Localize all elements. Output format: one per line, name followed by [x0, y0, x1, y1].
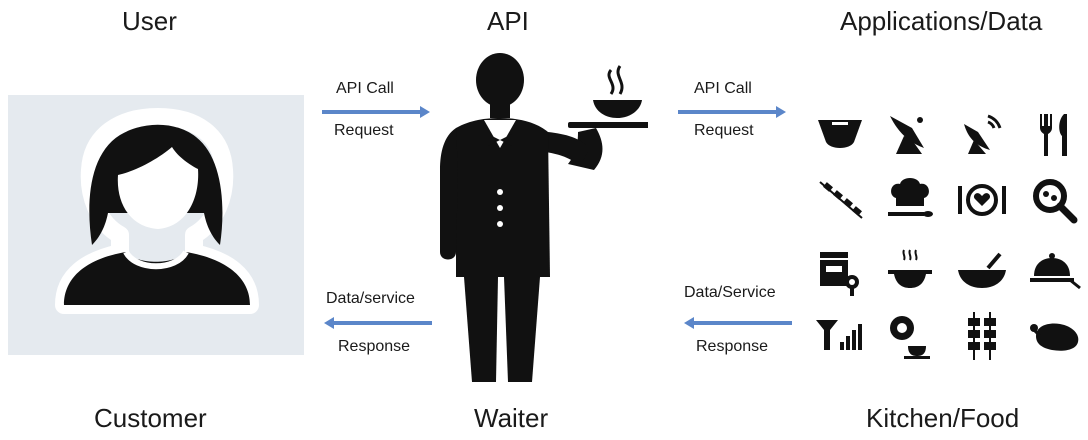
fork-knife-icon [1040, 114, 1067, 156]
applications-heading: Applications/Data [840, 6, 1043, 36]
right-response-arrow [684, 317, 792, 329]
customer-avatar-icon [55, 108, 259, 314]
right-data-service-label: Data/Service [684, 284, 776, 301]
waiter-caption: Waiter [474, 403, 549, 433]
chef-hat-icon [888, 178, 933, 217]
roast-chicken-icon [1030, 323, 1079, 351]
left-response-arrow [324, 317, 432, 329]
right-api-call-label: API Call [694, 80, 752, 97]
food-icon-grid [806, 96, 1086, 386]
food-search-icon [1033, 179, 1078, 224]
right-request-label: Request [694, 122, 754, 139]
left-response-label: Response [338, 338, 411, 355]
signal-bars-icon [816, 320, 862, 350]
left-api-call-label: API Call [336, 80, 394, 97]
antenna-dish-icon [964, 114, 1002, 154]
cloche-icon [1030, 253, 1081, 290]
kitchen-caption: Kitchen/Food [866, 403, 1020, 433]
right-request-arrow [678, 106, 786, 118]
plate-heart-icon [958, 184, 1006, 216]
steaming-dish-icon [888, 249, 932, 288]
left-request-arrow [322, 106, 430, 118]
skewer-icon [819, 181, 863, 219]
left-data-service-label: Data/service [326, 290, 415, 307]
customer-panel [8, 95, 304, 355]
kebab-icon [968, 312, 996, 360]
right-response-label: Response [696, 338, 769, 355]
bowl-icon [818, 120, 862, 148]
user-heading: User [122, 6, 177, 36]
waiter-icon [440, 53, 648, 382]
mortar-bowl-icon [958, 252, 1006, 288]
customer-caption: Customer [94, 403, 207, 433]
api-heading: API [487, 6, 529, 36]
blender-icon [820, 252, 859, 296]
satellite-dish-icon [890, 116, 924, 154]
cup-saucer-icon [890, 316, 930, 359]
left-request-label: Request [334, 122, 394, 139]
